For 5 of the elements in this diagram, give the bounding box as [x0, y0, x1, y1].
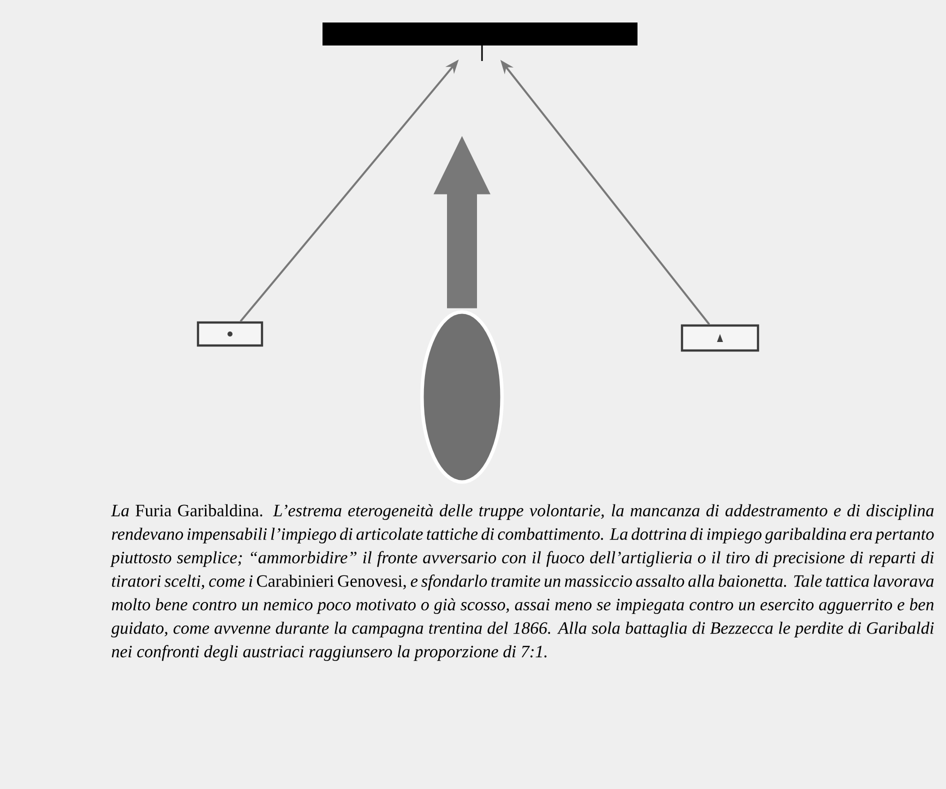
enemy-line-bar [322, 22, 638, 61]
unit-symbol [196, 321, 264, 347]
unit-symbol [680, 324, 760, 352]
caption: La Furia Garibaldina. L’estrema eterogeneità delle truppe volontarie, la mancanza di addestramento e di disciplina rendevano impensabili l’impiego di articolate tattiche di combattimento. La dottrina di impiego garibaldina era pertanto piuttosto semplice; “ammorbidire” il fronte avversario con il fuoco dell’artiglieria o il tiro di precisione di reparti di tiratori scelti, come i Carabinieri Genovesi, e sfondarlo tramite un massiccio assalto alla baionetta. Tale tattica lavorava molto bene contro un nemico poco motivato o già scosso, assai meno se impiegata contro un esercito agguerrito e ben guidato, come avvenne durante la campagna trentina del 1866. Alla sola battaglia di Bezzecca le perdite di Garibaldi nei confronti degli austriaci raggiunsero la proporzione di 7:1. [110, 504, 934, 661]
troop-mass-ellipse [420, 310, 504, 484]
